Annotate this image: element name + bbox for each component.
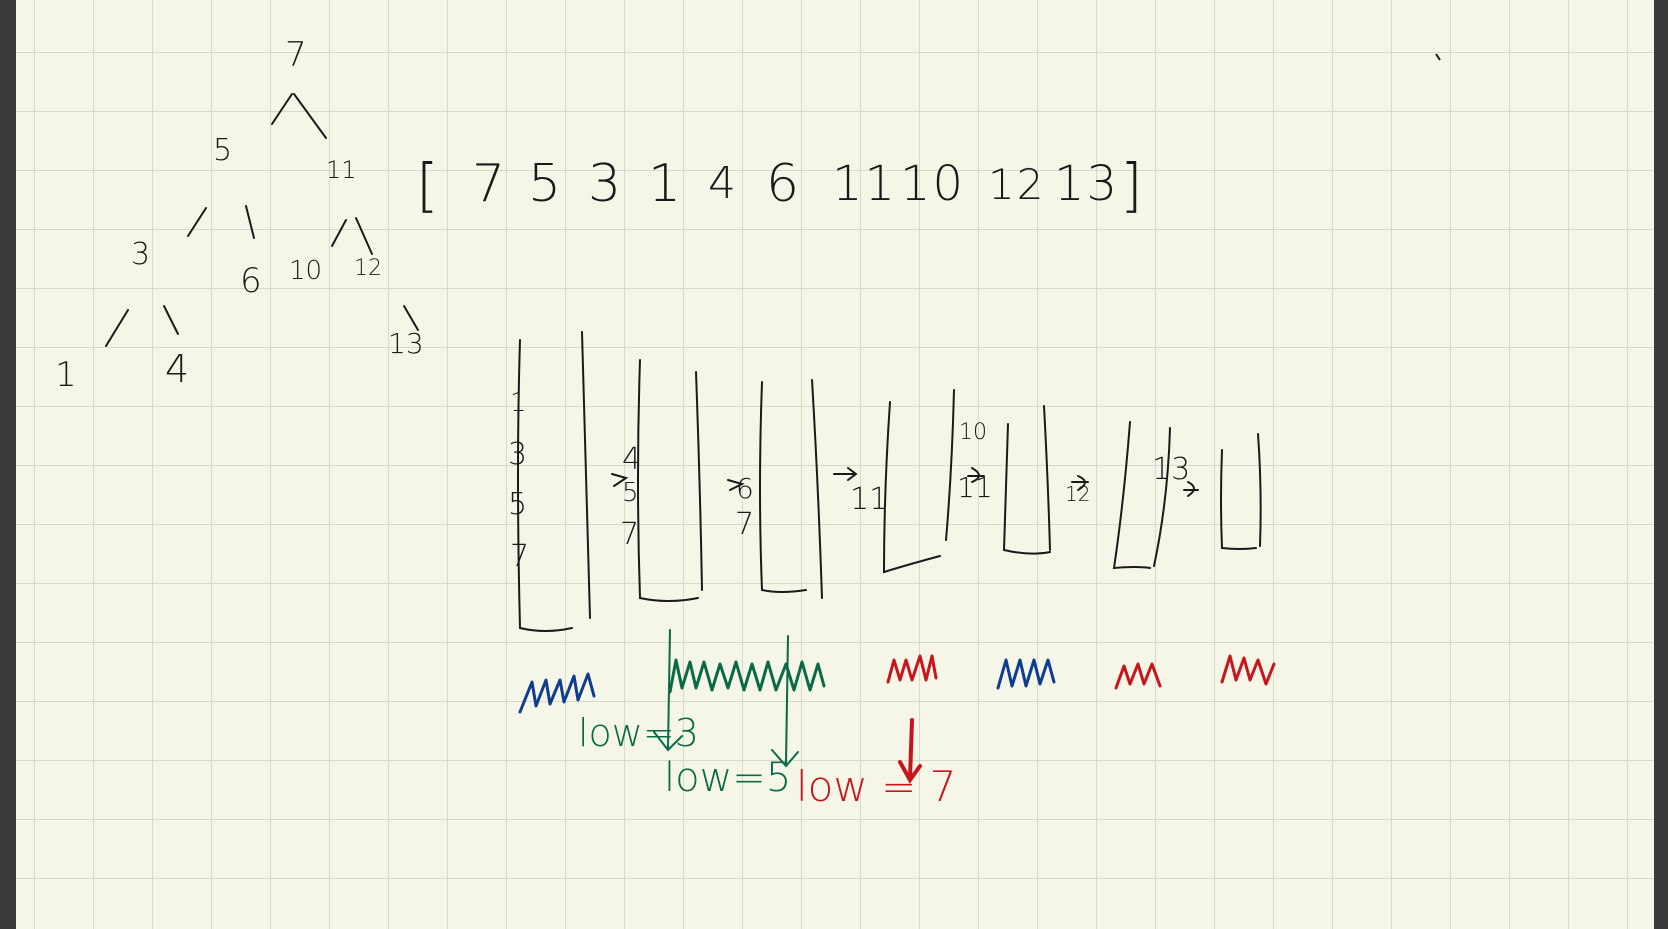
annotation-low-7: low = 7 bbox=[796, 762, 957, 811]
tree-node-12: 12 bbox=[354, 256, 382, 281]
tree-node-10: 10 bbox=[289, 256, 323, 286]
annotation-low-3: low=3 bbox=[578, 711, 699, 755]
tree-node-6: 6 bbox=[240, 261, 262, 301]
tree-node-3: 3 bbox=[131, 237, 151, 272]
stack5-value-10: 10 bbox=[959, 420, 987, 445]
array-item-3: 3 bbox=[588, 154, 624, 214]
tree-node-13: 13 bbox=[388, 327, 424, 360]
tree-node-7: 7 bbox=[285, 35, 307, 75]
array-item-12: 12 bbox=[988, 160, 1046, 209]
array-item-4: 4 bbox=[708, 158, 738, 209]
stack1-value-5: 5 bbox=[508, 487, 528, 522]
stack2-value-7: 7 bbox=[620, 517, 640, 552]
array-item-10: 10 bbox=[900, 156, 966, 212]
array-item-6: 6 bbox=[766, 154, 802, 214]
stack1-value-3: 3 bbox=[508, 437, 528, 472]
array-item-11: 11 bbox=[832, 156, 898, 212]
stack2-value-5: 5 bbox=[622, 478, 639, 508]
stack4-value-11: 11 bbox=[850, 482, 889, 517]
notebook-page bbox=[16, 0, 1654, 929]
stack2-value-4: 4 bbox=[622, 442, 642, 477]
tree-node-5: 5 bbox=[213, 133, 233, 168]
array-open-bracket: [ bbox=[416, 151, 441, 219]
stack3-value-6: 6 bbox=[736, 472, 754, 505]
stack6-value-12: 12 bbox=[1065, 482, 1091, 506]
stack3-value-7: 7 bbox=[735, 507, 755, 542]
tree-node-1: 1 bbox=[55, 355, 77, 395]
array-close-bracket: ] bbox=[1120, 151, 1145, 219]
tree-node-11: 11 bbox=[326, 156, 357, 184]
annotation-low-5: low=5 bbox=[664, 755, 792, 801]
stack1-value-1: 1 bbox=[510, 388, 527, 418]
stack1-value-7: 7 bbox=[510, 539, 530, 574]
array-item-13: 13 bbox=[1054, 156, 1120, 212]
stack5-value-11: 11 bbox=[957, 471, 993, 504]
array-item-5: 5 bbox=[528, 154, 564, 214]
array-item-1: 1 bbox=[648, 154, 684, 214]
stack7-value-13: 13 bbox=[1152, 452, 1191, 487]
array-item-7: 7 bbox=[472, 154, 508, 214]
tree-node-4: 4 bbox=[165, 347, 190, 391]
